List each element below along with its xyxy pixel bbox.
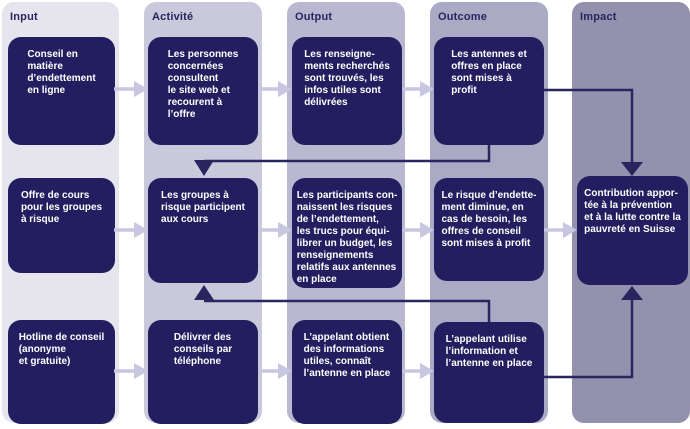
- column-header-input: Input: [10, 11, 38, 23]
- box-impact-1: Contribution appor- tée à la prévention …: [577, 176, 688, 285]
- box-outcome-2: Le risque d’endette- ment diminue, en ca…: [434, 178, 544, 281]
- box-activite-3: Délivrer des conseils par téléphone: [148, 320, 258, 424]
- box-impact-1-text: Contribution appor- tée à la prévention …: [584, 188, 681, 235]
- flow-arrow-input2-activite2: [114, 222, 148, 238]
- box-outcome-1-text: Les antennes et offres en place sont mis…: [451, 49, 527, 96]
- box-activite-3-text: Délivrer des conseils par téléphone: [173, 332, 233, 367]
- box-input-3-text: Hotline de conseil (anonyme et gratuite): [18, 332, 105, 367]
- column-header-impact: Impact: [580, 11, 617, 23]
- column-header-output: Output: [295, 11, 333, 23]
- box-activite-1-text: Les personnes concernées consultent le s…: [167, 49, 239, 120]
- box-output-3: L’appelant obtient des informations util…: [292, 320, 402, 424]
- flow-arrow-input3-activite3: [114, 363, 148, 379]
- box-outcome-3: L’appelant utilise l’information et l’an…: [434, 322, 544, 423]
- box-activite-2-text: Les groupes à risque participent aux cou…: [161, 190, 245, 225]
- box-outcome-2-text: Le risque d’endette- ment diminue, en ca…: [441, 190, 537, 249]
- box-activite-2: Les groupes à risque participent aux cou…: [148, 178, 258, 283]
- box-input-1: Conseil en matière d’endettement en lign…: [8, 37, 115, 145]
- box-output-2: Les participants con- naissent les risqu…: [292, 178, 402, 288]
- box-output-1-text: Les renseigne- ments recherchés sont tro…: [304, 49, 390, 108]
- box-output-1: Les renseigne- ments recherchés sont tro…: [292, 37, 402, 145]
- box-outcome-3-text: L’appelant utilise l’information et l’an…: [445, 334, 533, 369]
- box-input-3: Hotline de conseil (anonyme et gratuite): [8, 320, 115, 424]
- flow-arrow-input1-activite1: [114, 81, 148, 97]
- column-header-outcome: Outcome: [438, 11, 488, 23]
- box-output-2-text: Les participants con- naissent les risqu…: [296, 190, 398, 285]
- box-output-3-text: L’appelant obtient des informations util…: [303, 332, 391, 379]
- box-outcome-1: Les antennes et offres en place sont mis…: [434, 37, 544, 145]
- column-header-activite: Activité: [152, 11, 194, 23]
- box-input-1-text: Conseil en matière d’endettement en lign…: [27, 49, 96, 96]
- box-activite-1: Les personnes concernées consultent le s…: [148, 37, 258, 145]
- box-input-2-text: Offre de cours pour les groupes à risque: [20, 190, 103, 225]
- box-input-2: Offre de cours pour les groupes à risque: [8, 178, 115, 273]
